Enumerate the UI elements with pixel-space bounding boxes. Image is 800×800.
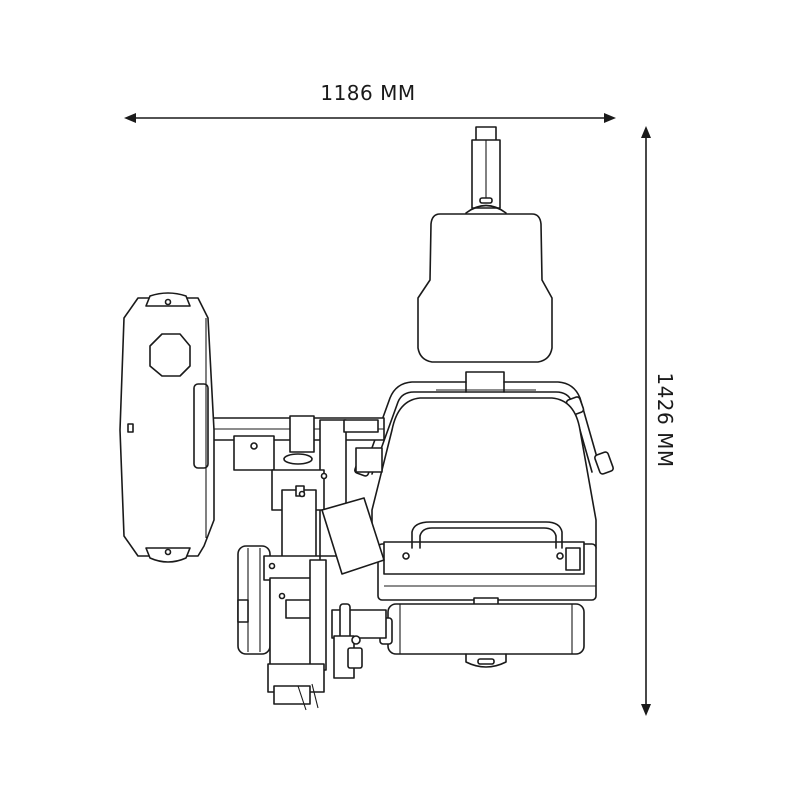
seat-pad bbox=[371, 397, 597, 549]
seat-post bbox=[465, 126, 507, 214]
seat-connector bbox=[465, 371, 505, 393]
foot-plate bbox=[119, 292, 215, 563]
roller-pad bbox=[379, 597, 585, 668]
width-dimension: 1186 MM bbox=[124, 81, 616, 123]
width-dimension-label: 1186 MM bbox=[320, 81, 415, 105]
mechanism bbox=[233, 415, 387, 711]
seat-frame bbox=[377, 521, 597, 601]
depth-arrow-bottom bbox=[641, 704, 651, 716]
depth-arrow-top bbox=[641, 126, 651, 138]
back-pad bbox=[417, 213, 553, 363]
depth-dimension: 1426 MM bbox=[641, 126, 677, 716]
width-arrow-left bbox=[124, 113, 136, 123]
depth-dimension-label: 1426 MM bbox=[653, 372, 677, 467]
width-arrow-right bbox=[604, 113, 616, 123]
